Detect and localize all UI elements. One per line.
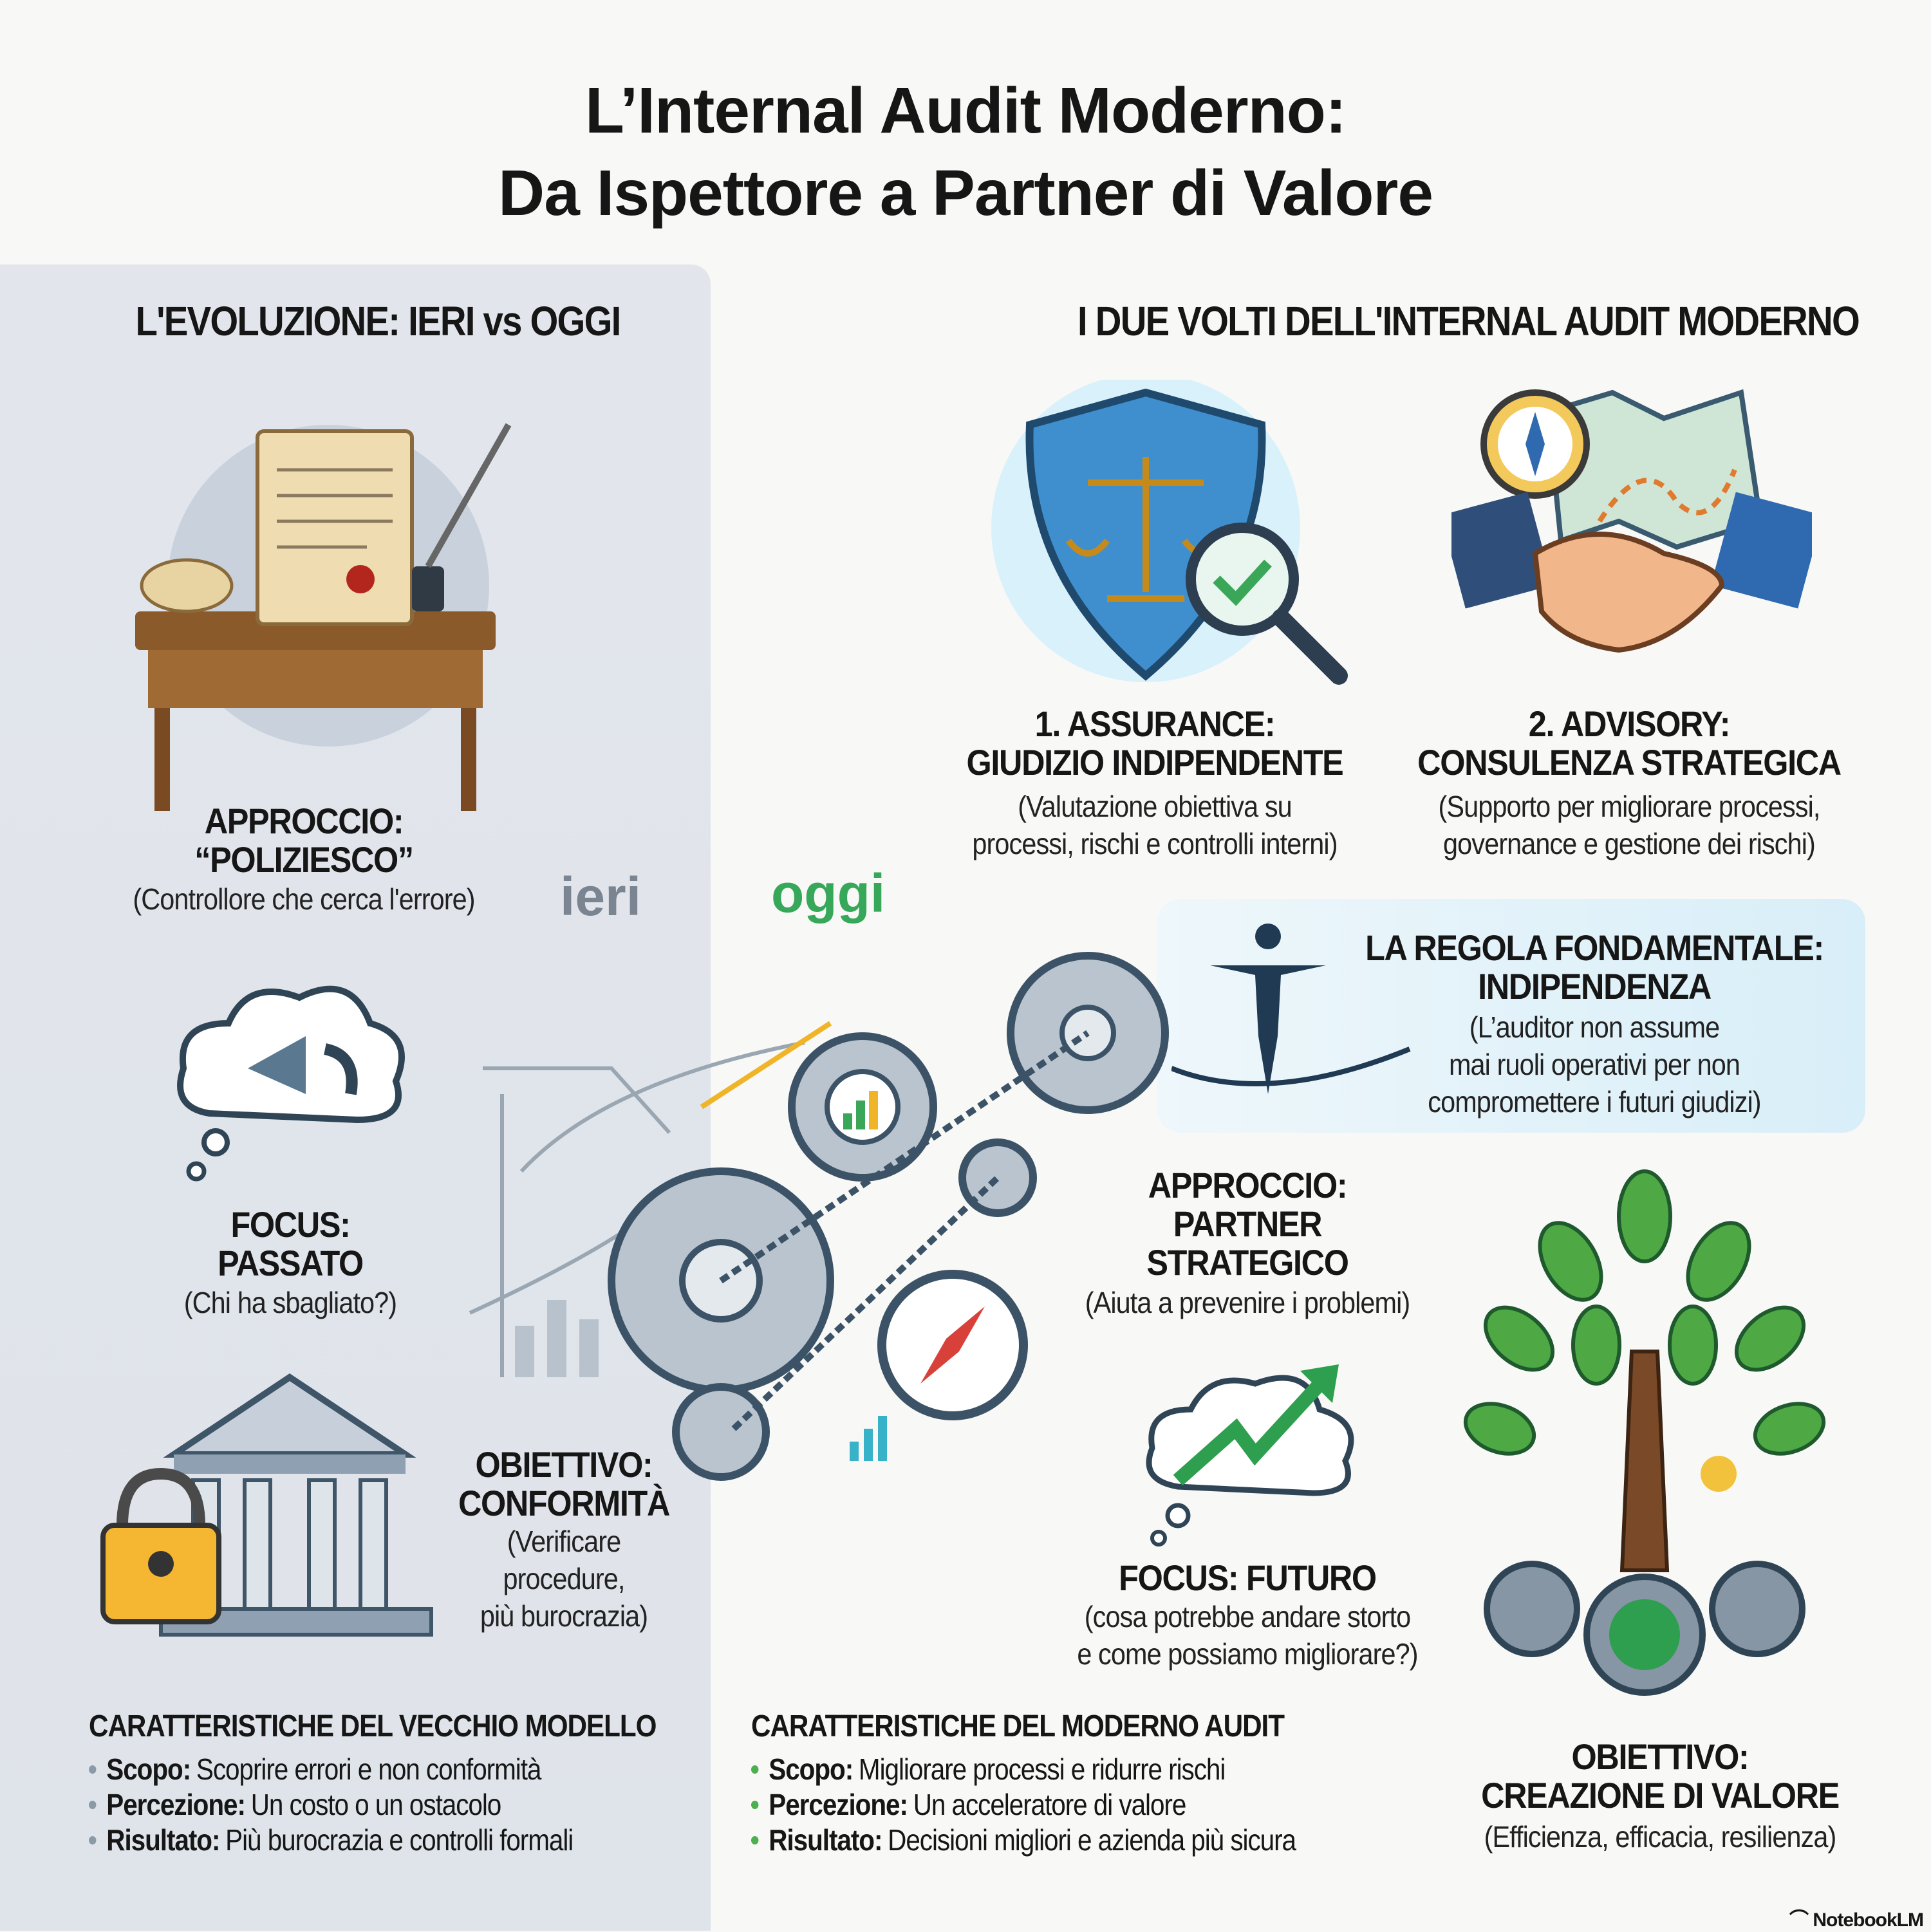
future-focus-title: FOCUS: FUTURO xyxy=(1119,1557,1377,1598)
old-approach-desc: (Controllore che cerca l'errore) xyxy=(133,882,475,916)
title-line-1: L’Internal Audit Moderno: xyxy=(584,75,1347,147)
feature-value: Decisioni migliori e azienda più sicura xyxy=(888,1823,1296,1857)
past-thought-cloud-icon xyxy=(177,985,405,1182)
feature-key: Risultato: xyxy=(769,1823,882,1857)
right-heading: I DUE VOLTI DELL'INTERNAL AUDIT MODERNO xyxy=(1077,298,1860,344)
advisory-desc-1: (Supporto per migliorare processi, xyxy=(1438,790,1821,823)
value-goal-title-1: OBIETTIVO: xyxy=(1571,1736,1749,1777)
old-approach-title-2: “POLIZIESCO” xyxy=(194,839,414,880)
old-features-heading: CARATTERISTICHE DEL VECCHIO MODELLO xyxy=(89,1709,657,1743)
compliance-goal-title-1: OBIETTIVO: xyxy=(475,1444,653,1485)
past-focus-title-1: FOCUS: xyxy=(230,1204,350,1245)
compliance-desc-3: più burocrazia) xyxy=(480,1599,648,1633)
old-feature-item: Percezione:Un costo o un ostacolo xyxy=(89,1787,656,1823)
feature-value: Migliorare processi e ridurre rischi xyxy=(858,1752,1226,1786)
modern-feature-item: Risultato:Decisioni migliori e azienda p… xyxy=(751,1823,1296,1858)
feature-value: Scoprire errori e non conformità xyxy=(196,1752,541,1786)
old-approach-title: APPROCCIO:“POLIZIESCO” xyxy=(14,802,593,879)
advisory-title: 2. ADVISORY:CONSULENZA STRATEGICA xyxy=(1339,705,1919,782)
rule-desc: (L’auditor non assume mai ruoli operativi… xyxy=(1305,1008,1884,1120)
advisory-title-1: 2. ADVISORY: xyxy=(1528,703,1731,744)
notebooklm-logo: ⌒ NotebookLM xyxy=(1789,1904,1924,1932)
partner-title-2: PARTNER xyxy=(1173,1203,1323,1244)
feature-key: Scopo: xyxy=(106,1752,191,1786)
modern-feature-item: Percezione:Un acceleratore di valore xyxy=(751,1787,1296,1823)
value-goal-desc: (Efficienza, efficacia, resilienza) xyxy=(1484,1820,1837,1853)
old-feature-item: Risultato:Più burocrazia e controlli for… xyxy=(89,1823,656,1858)
bullet-icon xyxy=(751,1801,759,1809)
advisory-title-2: CONSULENZA STRATEGICA xyxy=(1417,742,1842,783)
bullet-icon xyxy=(751,1765,759,1774)
value-goal-title-2: CREAZIONE DI VALORE xyxy=(1481,1775,1840,1816)
oggi-label: oggi xyxy=(771,863,886,924)
assurance-desc-1: (Valutazione obiettiva su xyxy=(1018,790,1292,823)
past-focus-title: FOCUS:PASSATO xyxy=(1,1205,580,1283)
feature-value: Più burocrazia e controlli formali xyxy=(225,1823,574,1857)
bullet-icon xyxy=(89,1765,97,1774)
tightrope-walker-icon xyxy=(1171,924,1411,1094)
rule-title-1: LA REGOLA FONDAMENTALE: xyxy=(1365,927,1824,968)
rule-desc-1: (L’auditor non assume xyxy=(1469,1010,1720,1044)
feature-key: Percezione: xyxy=(769,1788,908,1821)
feature-key: Risultato: xyxy=(106,1823,220,1857)
assurance-title-1: 1. ASSURANCE: xyxy=(1034,703,1276,744)
old-approach-title-1: APPROCCIO: xyxy=(204,801,404,841)
bullet-icon xyxy=(89,1801,97,1809)
feature-key: Percezione: xyxy=(106,1788,246,1821)
advisory-desc: (Supporto per migliorare processi, govern… xyxy=(1339,788,1919,862)
feature-value: Un acceleratore di valore xyxy=(913,1788,1187,1821)
modern-feature-item: Scopo:Migliorare processi e ridurre risc… xyxy=(751,1752,1296,1787)
feature-value: Un costo o un ostacolo xyxy=(250,1788,502,1821)
compliance-goal-desc: (Verificare procedure, più burocrazia) xyxy=(274,1523,854,1635)
rule-title: LA REGOLA FONDAMENTALE:INDIPENDENZA xyxy=(1305,929,1884,1006)
modern-features-heading: CARATTERISTICHE DEL MODERNO AUDIT xyxy=(751,1709,1285,1743)
value-goal-title: OBIETTIVO:CREAZIONE DI VALORE xyxy=(1370,1738,1931,1815)
rule-desc-3: compromettere i futuri giudizi) xyxy=(1428,1085,1761,1119)
handshake-map-compass-icon xyxy=(1451,389,1812,653)
bank-lock-icon xyxy=(100,1373,433,1637)
notebooklm-icon: ⌒ xyxy=(1789,1909,1813,1931)
old-feature-item: Scopo:Scoprire errori e non conformità xyxy=(89,1752,656,1787)
bullet-icon xyxy=(89,1836,97,1844)
page-title: L’Internal Audit Moderno: Da Ispettore a… xyxy=(0,70,1931,234)
assurance-title-2: GIUDIZIO INDIPENDENTE xyxy=(966,742,1344,783)
advisory-desc-2: governance e gestione dei rischi) xyxy=(1443,827,1816,860)
future-desc-1: (cosa potrebbe andare storto xyxy=(1084,1600,1411,1633)
assurance-desc-2: processi, rischi e controlli interni) xyxy=(972,827,1338,860)
rule-desc-2: mai ruoli operativi per non xyxy=(1448,1048,1740,1081)
assurance-desc: (Valutazione obiettiva su processi, risch… xyxy=(865,788,1444,862)
partner-title-1: APPROCCIO: xyxy=(1148,1165,1348,1205)
partner-title-3: STRATEGICO xyxy=(1146,1242,1349,1283)
brand-label: NotebookLM xyxy=(1813,1909,1924,1931)
future-focus-desc: (cosa potrebbe andare storto e come possi… xyxy=(958,1598,1537,1673)
compliance-goal-title: OBIETTIVO:CONFORMITÀ xyxy=(274,1445,854,1523)
feature-key: Scopo: xyxy=(769,1752,854,1786)
future-growth-cloud-icon xyxy=(1146,1364,1354,1547)
desk-scroll-icon xyxy=(135,423,512,811)
title-line-2: Da Ispettore a Partner di Valore xyxy=(498,157,1433,229)
assurance-title: 1. ASSURANCE:GIUDIZIO INDIPENDENTE xyxy=(865,705,1444,782)
value-tree-icon xyxy=(1463,1169,1826,1696)
gears-transition-icon xyxy=(469,952,1169,1481)
old-model-features: CARATTERISTICHE DEL VECCHIO MODELLO Scop… xyxy=(89,1709,657,1858)
modern-audit-features: CARATTERISTICHE DEL MODERNO AUDIT Scopo:… xyxy=(751,1709,1296,1858)
rule-title-2: INDIPENDENZA xyxy=(1478,966,1712,1007)
future-desc-2: e come possiamo migliorare?) xyxy=(1077,1637,1418,1671)
past-focus-desc: (Chi ha sbagliato?) xyxy=(183,1286,397,1319)
compliance-desc-1: (Verificare xyxy=(507,1525,621,1558)
compliance-desc-2: procedure, xyxy=(503,1562,626,1595)
partner-approach-desc: (Aiuta a prevenire i problemi) xyxy=(1085,1286,1410,1319)
compliance-goal-title-2: CONFORMITÀ xyxy=(458,1483,670,1523)
left-heading: L'EVOLUZIONE: IERI vs OGGI xyxy=(135,298,621,344)
ieri-label: ieri xyxy=(560,866,642,927)
past-focus-title-2: PASSATO xyxy=(218,1243,364,1283)
bullet-icon xyxy=(751,1836,759,1844)
shield-scale-magnifier-icon xyxy=(991,380,1348,685)
